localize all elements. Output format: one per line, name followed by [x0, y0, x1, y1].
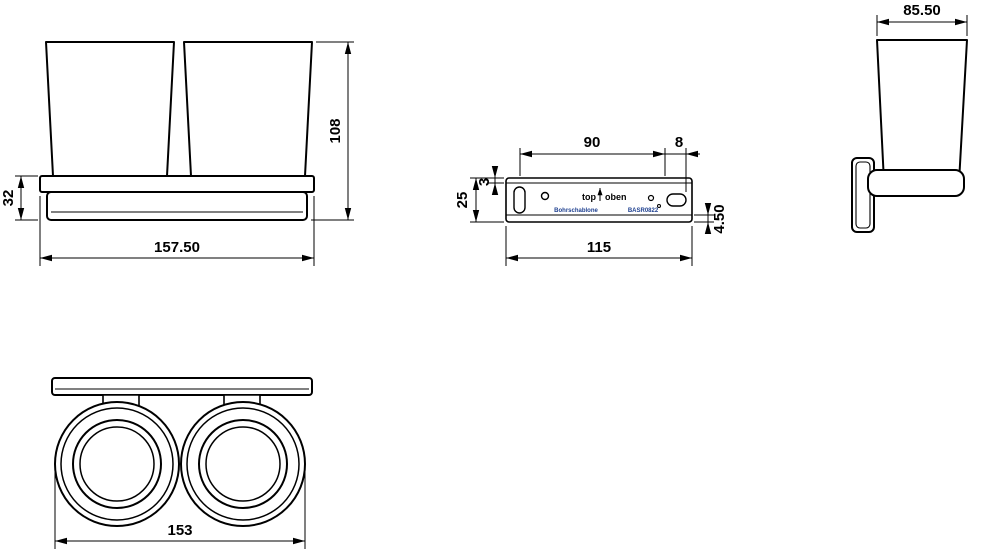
dim-front-mount-height: 32	[0, 175, 38, 221]
dim-label-plate-height: 25	[454, 192, 471, 209]
dim-label-total-width: 157.50	[154, 239, 200, 256]
dim-label-depth: 85.50	[903, 2, 941, 19]
front-left-cup	[45, 41, 175, 177]
front-right-cup	[183, 41, 313, 177]
dim-label-bottom-edge: 4.50	[711, 204, 728, 233]
plate-right-hole	[647, 194, 655, 202]
dim-label-mount-height: 32	[0, 190, 17, 207]
dim-label-plate-width: 115	[587, 239, 611, 256]
dim-plate-height: 25	[454, 177, 504, 223]
dim-label-top-width: 153	[167, 522, 192, 539]
front-holder-base	[46, 191, 308, 221]
dim-label-hole-spacing: 90	[584, 134, 601, 151]
plate-right-slot	[666, 193, 687, 207]
front-view: 32 108 157.50	[0, 41, 354, 266]
top-wall-rail	[51, 377, 313, 396]
side-view: 85.50	[851, 2, 968, 233]
dim-plate-hole-spacing: 90	[519, 134, 666, 176]
dim-front-total-height: 108	[311, 41, 354, 221]
top-left-ring-inner	[60, 407, 174, 521]
dim-plate-bottom-edge: 4.50	[694, 203, 728, 234]
dim-plate-top-edge: 3	[476, 166, 504, 195]
front-holder-ring-bar	[39, 175, 315, 193]
plate-outline	[505, 177, 693, 223]
dim-front-total-width: 157.50	[39, 196, 315, 266]
dim-label-slot-offset: 8	[675, 134, 683, 151]
plate-right-pin-hole	[657, 204, 661, 208]
dim-side-depth: 85.50	[876, 2, 968, 36]
plate-print-right: BASR0822	[628, 208, 659, 214]
plate-left-slot	[513, 186, 526, 214]
top-right-cup-rim-inner	[205, 426, 281, 502]
plate-left-hole	[540, 191, 550, 201]
top-left-cup-rim-inner	[79, 426, 155, 502]
top-view: 153	[51, 377, 313, 549]
mounting-plate-view: top oben Bohrschablone BASR0822 90 8 25	[454, 134, 728, 266]
dim-label-total-height: 108	[327, 118, 344, 143]
side-wall-plate	[851, 157, 875, 233]
dim-plate-slot-offset: 8	[665, 134, 700, 192]
side-cup	[876, 39, 968, 183]
top-right-ring-inner	[186, 407, 300, 521]
top-right-cup-rim-outer	[198, 419, 288, 509]
plate-print-left: Bohrschablone	[554, 208, 598, 214]
dim-plate-width: 115	[505, 226, 693, 266]
side-holder-ring	[867, 169, 965, 197]
top-left-cup-rim-outer	[72, 419, 162, 509]
orientation-label-top: top	[582, 192, 596, 202]
orientation-label-oben: oben	[605, 192, 627, 202]
dim-top-width: 153	[54, 470, 306, 549]
side-wall-plate-inner	[855, 161, 871, 229]
dim-label-top-edge: 3	[476, 178, 493, 186]
